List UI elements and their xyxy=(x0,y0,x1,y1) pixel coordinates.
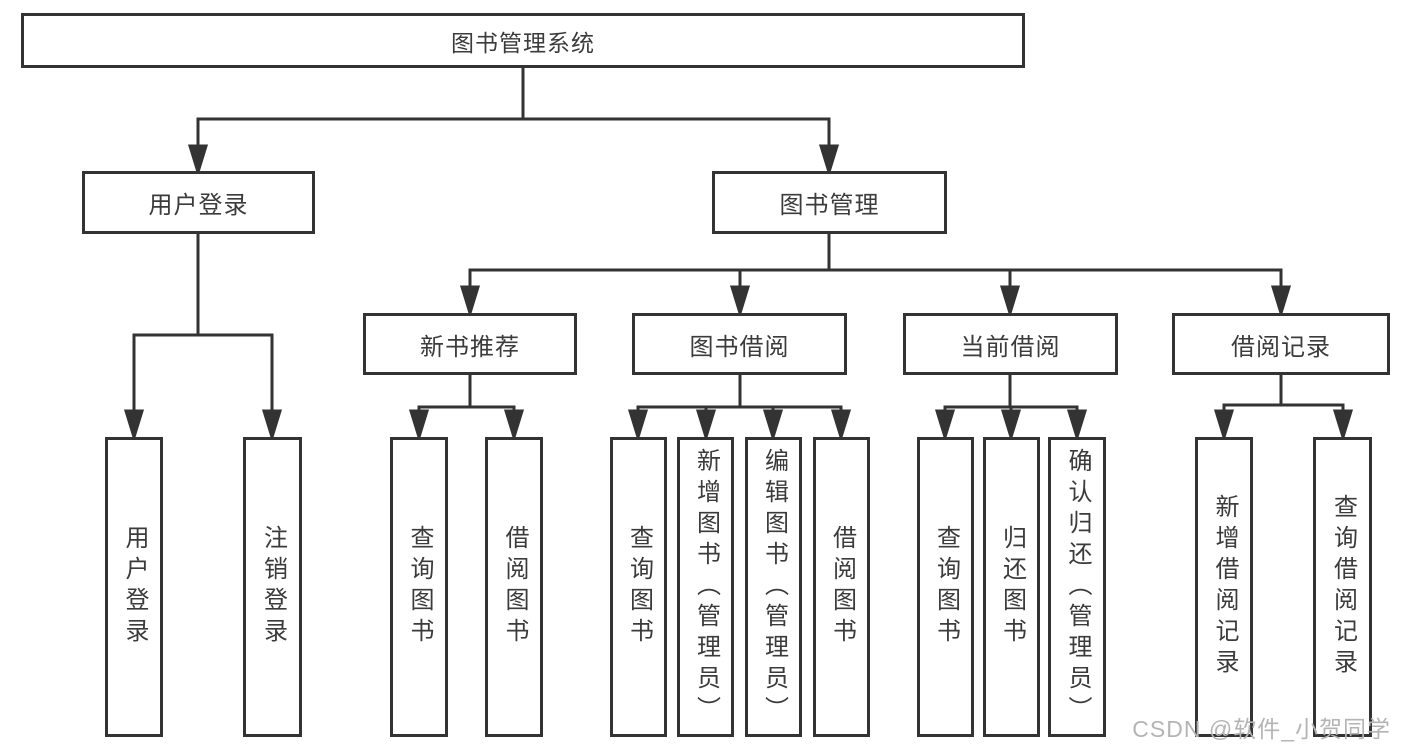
node-book-management-label: 图书管理 xyxy=(779,192,880,219)
leaf-logout-label: 注销登录 xyxy=(259,525,287,649)
leaf-add-borrow-record-label: 新增借阅记录 xyxy=(1211,494,1238,680)
node-user-login-label: 用户登录 xyxy=(148,192,249,219)
leaf-query-borrow-record: 查询借阅记录 xyxy=(1313,437,1372,737)
node-borrow-records-label: 借阅记录 xyxy=(1231,333,1331,361)
node-user-login: 用户登录 xyxy=(82,171,315,234)
leaf-query-books-current: 查询图书 xyxy=(917,437,974,737)
leaf-edit-books-admin: 编辑图书（管理员） xyxy=(745,437,802,737)
node-current-borrow-label: 当前借阅 xyxy=(960,333,1061,361)
leaf-borrow-books-borrow: 借阅图书 xyxy=(813,437,870,737)
leaf-query-borrow-record-label: 查询借阅记录 xyxy=(1329,494,1357,680)
node-book-borrow-label: 图书借阅 xyxy=(689,333,790,361)
leaf-query-books-recommend-label: 查询图书 xyxy=(406,525,433,649)
leaf-query-books-recommend: 查询图书 xyxy=(390,437,448,737)
leaf-borrow-books-recommend: 借阅图书 xyxy=(485,437,543,737)
leaf-query-books-borrow: 查询图书 xyxy=(610,437,667,737)
node-new-book-recommend-label: 新书推荐 xyxy=(420,333,520,361)
csdn-watermark: CSDN @软件_小贺同学 xyxy=(1132,716,1391,742)
leaf-confirm-return-admin-label: 确认归还（管理员） xyxy=(1064,447,1091,727)
leaf-borrow-books-recommend-label: 借阅图书 xyxy=(501,525,528,649)
leaf-logout: 注销登录 xyxy=(243,437,302,737)
leaf-borrow-books-borrow-label: 借阅图书 xyxy=(828,525,856,649)
leaf-add-books-admin: 新增图书（管理员） xyxy=(677,437,734,737)
leaf-query-books-current-label: 查询图书 xyxy=(932,525,960,649)
leaf-add-borrow-record: 新增借阅记录 xyxy=(1195,437,1253,737)
leaf-return-books-label: 归还图书 xyxy=(998,525,1026,649)
leaf-query-books-borrow-label: 查询图书 xyxy=(625,525,653,649)
leaf-edit-books-admin-label: 编辑图书（管理员） xyxy=(760,447,788,727)
leaf-user-login: 用户登录 xyxy=(105,437,163,737)
node-borrow-records: 借阅记录 xyxy=(1172,313,1390,375)
leaf-confirm-return-admin: 确认归还（管理员） xyxy=(1048,437,1106,737)
leaf-add-books-admin-label: 新增图书（管理员） xyxy=(692,447,720,727)
node-current-borrow: 当前借阅 xyxy=(903,313,1118,375)
node-library-management-system: 图书管理系统 xyxy=(21,13,1025,68)
leaf-return-books: 归还图书 xyxy=(983,437,1040,737)
node-book-borrow: 图书借阅 xyxy=(632,313,847,375)
node-book-management: 图书管理 xyxy=(712,171,947,234)
node-library-management-system-label: 图书管理系统 xyxy=(451,29,595,56)
node-new-book-recommend: 新书推荐 xyxy=(363,313,577,375)
leaf-user-login-label: 用户登录 xyxy=(121,525,148,649)
